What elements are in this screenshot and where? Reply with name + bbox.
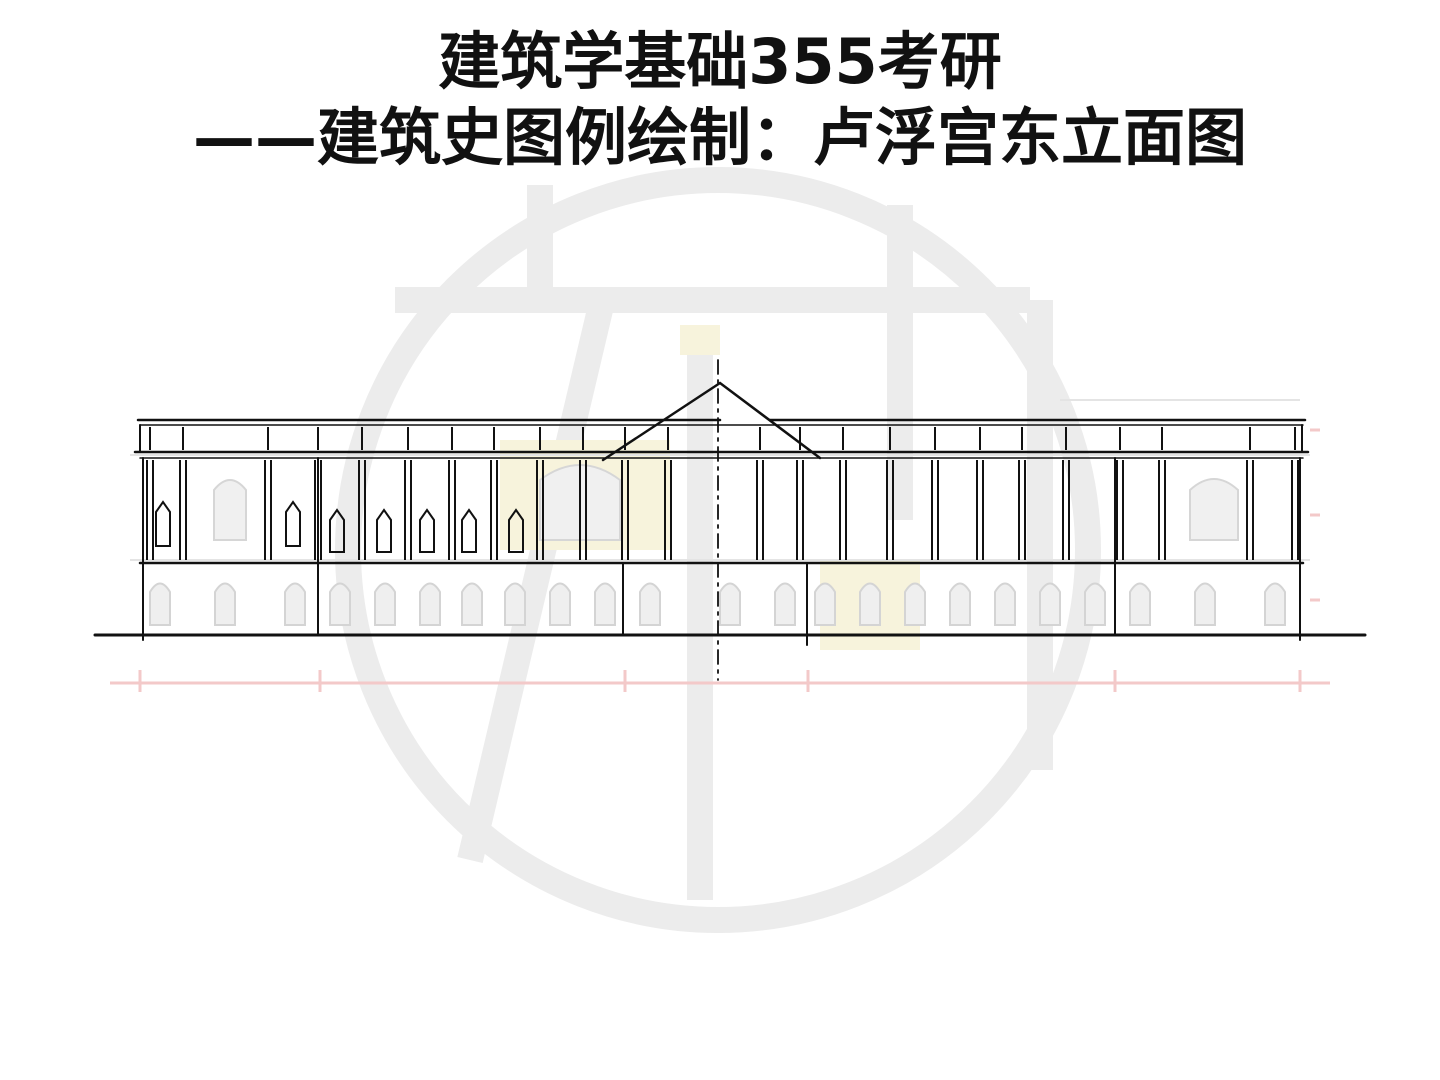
faint-arch [1194,582,1216,626]
faint-arch [594,582,616,626]
page-title: 建筑学基础355考研 [438,25,1002,98]
faint-arch [419,582,441,626]
faint-arch [719,582,741,626]
faint-arch [774,582,796,626]
faint-arch [329,582,351,626]
faint-arch [374,582,396,626]
faint-arch [1264,582,1286,626]
sketch-guides [130,399,1310,561]
faint-arch [639,582,661,626]
faint-arch [814,582,836,626]
page-subtitle: ——建筑史图例绘制：卢浮宫东立面图 [192,101,1247,174]
faint-arch [1084,582,1106,626]
faint-arch [949,582,971,626]
facade-ink [93,359,1367,681]
faint-arch [214,582,236,626]
colonnade-columns [146,427,1299,560]
faint-arch [859,582,881,626]
faint-arch [994,582,1016,626]
faint-arch [1129,582,1151,626]
ground-floor-arches [149,582,1286,626]
faint-arch [1039,582,1061,626]
title-block: 建筑学基础355考研 ——建筑史图例绘制：卢浮宫东立面图 [0,24,1440,176]
faint-arch [284,582,306,626]
faint-arch [504,582,526,626]
faint-arch [461,582,483,626]
faint-arch [904,582,926,626]
dimension-line [110,428,1330,692]
faint-arch [149,582,171,626]
upper-windows [155,500,524,553]
faint-arch [549,582,571,626]
